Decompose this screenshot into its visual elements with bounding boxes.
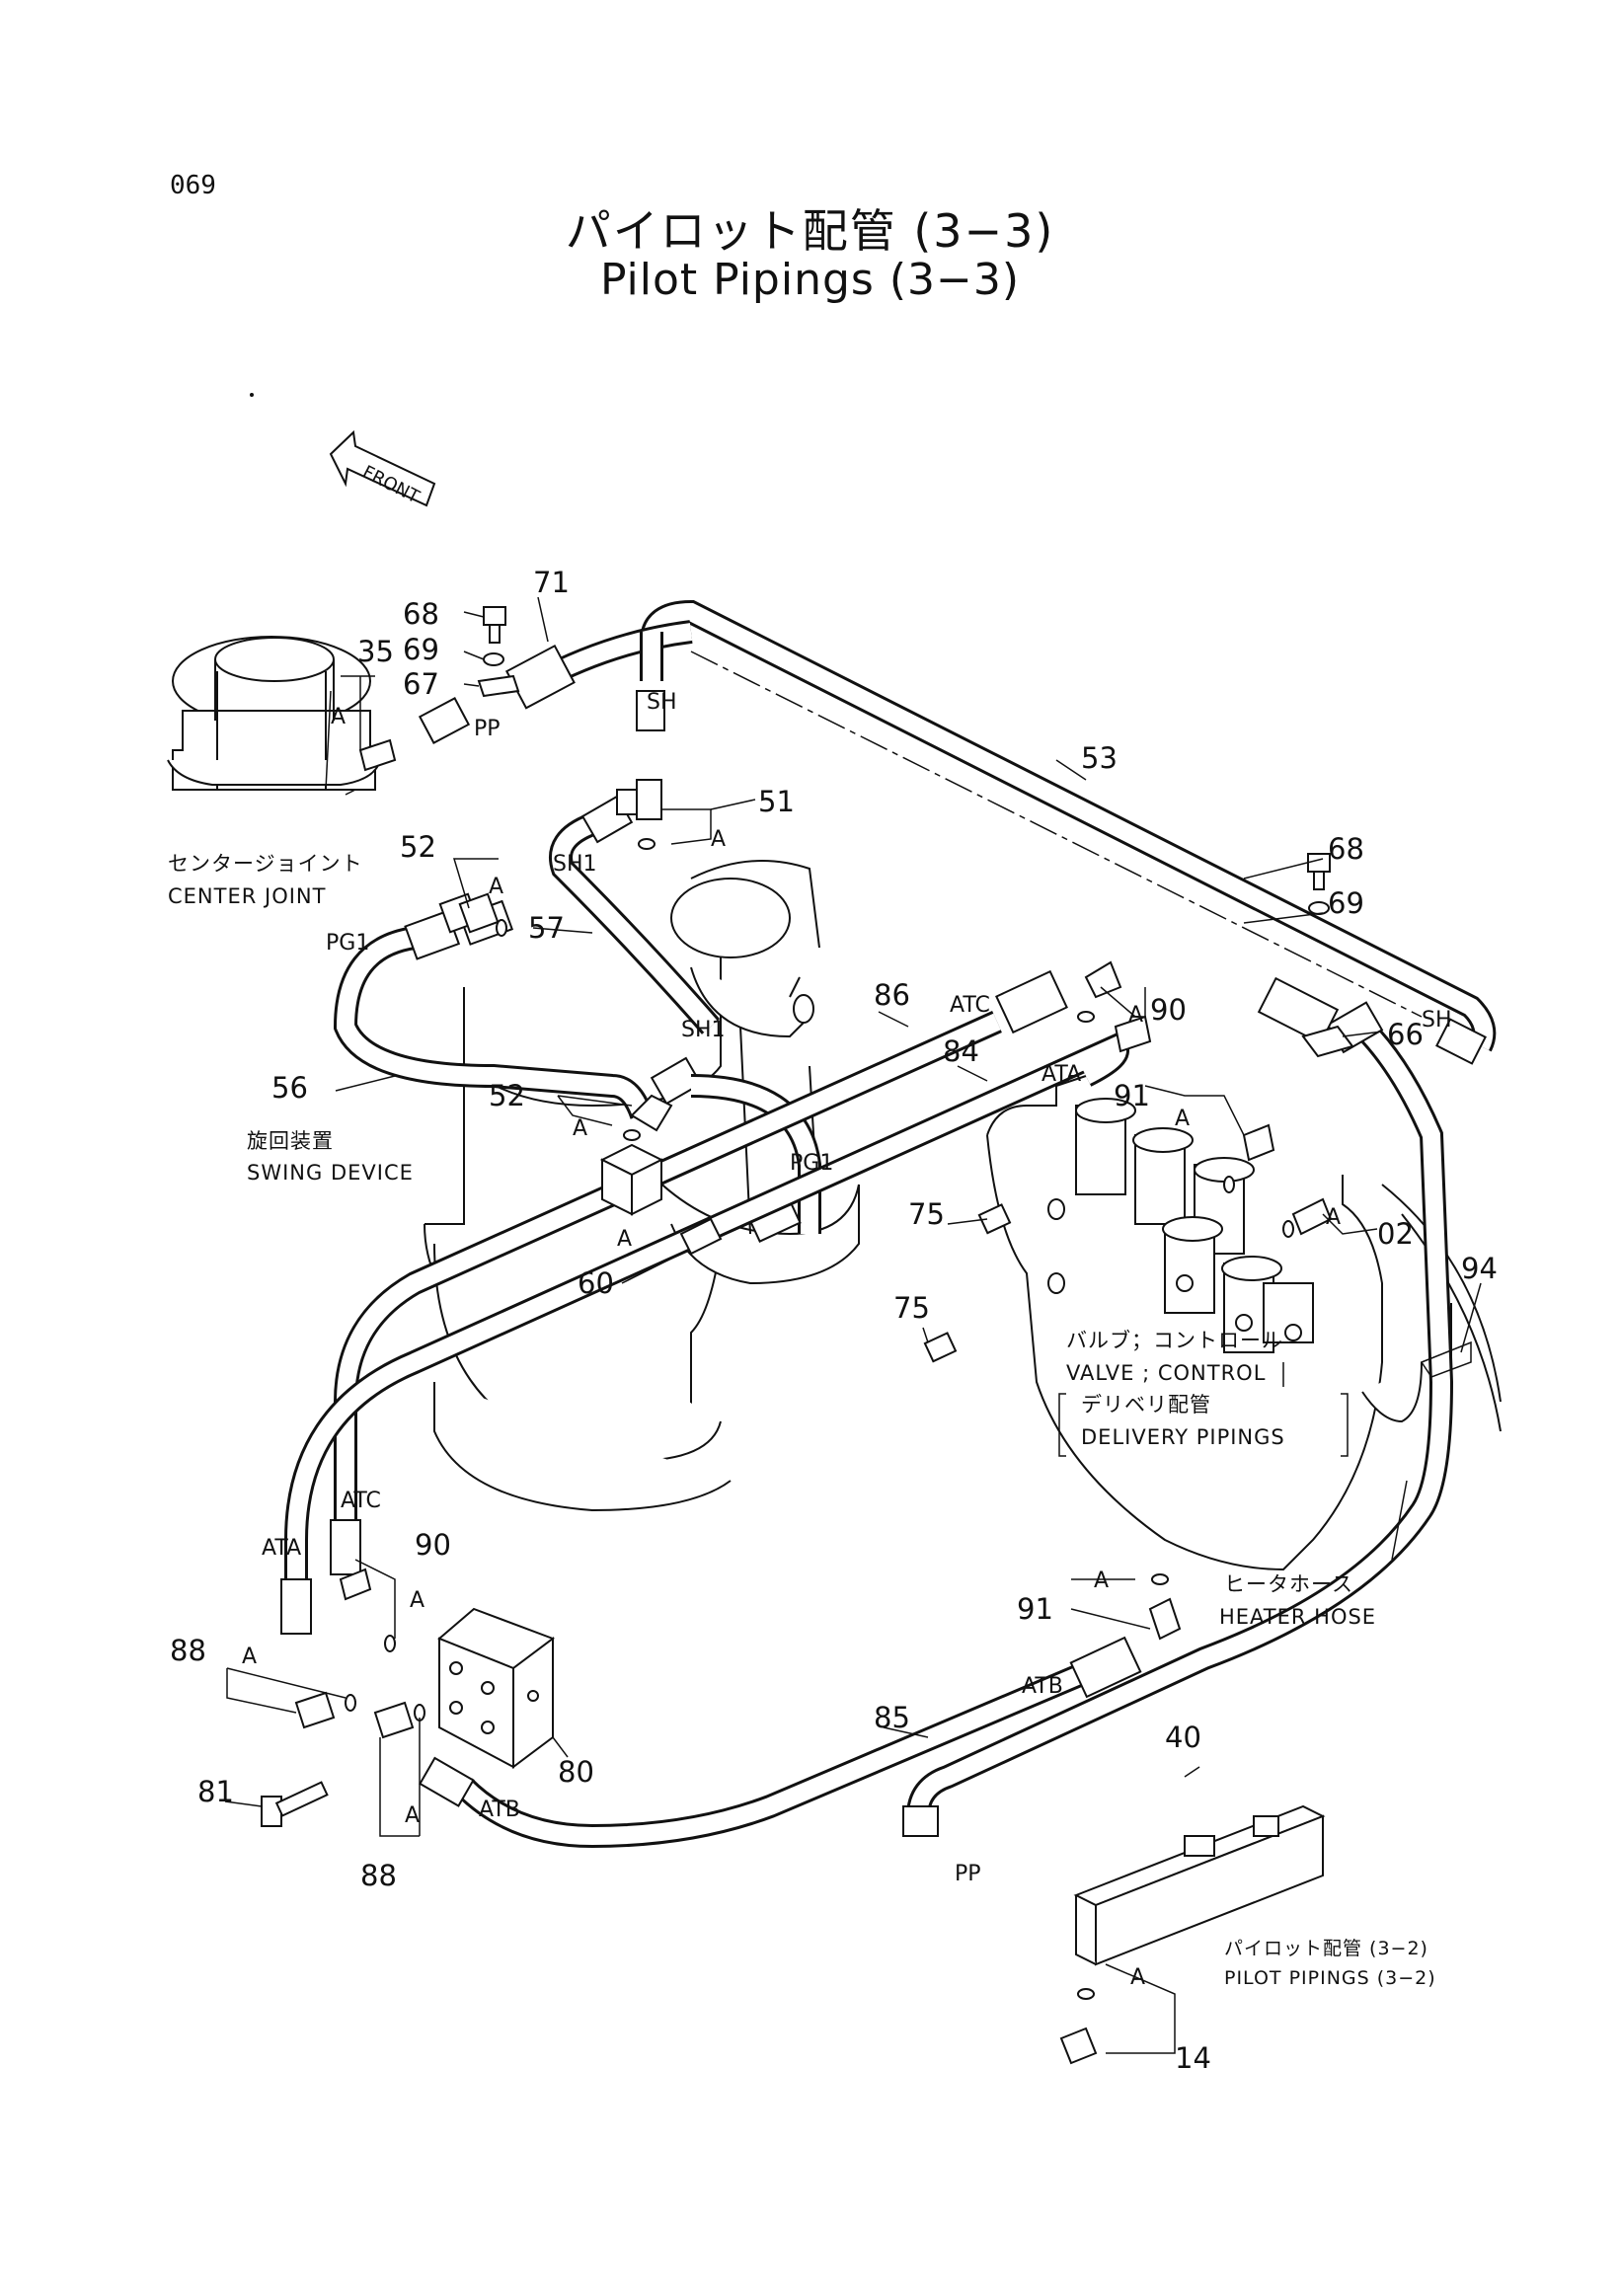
page-number: 069 [170, 171, 216, 200]
part-number-71: 71 [533, 566, 570, 599]
port-label-pp-top: PP [474, 717, 501, 741]
part-number-91-lower: 91 [1017, 1592, 1053, 1626]
part-number-53: 53 [1081, 741, 1118, 775]
port-label-a-88-left: A [242, 1645, 257, 1669]
hose-53-right-end [1257, 976, 1487, 1065]
part-number-69-right: 69 [1328, 886, 1364, 920]
part-number-51: 51 [758, 785, 795, 818]
part-number-35: 35 [357, 635, 394, 668]
port-label-a-35: A [331, 705, 346, 729]
part-number-88-lower: 88 [360, 1859, 397, 1892]
hose-84 [280, 1032, 1129, 1635]
port-label-sh1-top: SH1 [553, 852, 597, 877]
part-number-67: 67 [403, 667, 439, 701]
delivery-pipings-bracket-right [1341, 1393, 1349, 1457]
part-number-85: 85 [874, 1701, 910, 1734]
part-number-75-lower: 75 [893, 1291, 930, 1325]
part-number-68-right: 68 [1328, 832, 1364, 866]
label-swing-device-en: SWING DEVICE [247, 1161, 414, 1185]
part-number-14: 14 [1175, 2041, 1211, 2075]
block-80-drawing [437, 1607, 556, 1769]
part-number-80: 80 [558, 1755, 594, 1789]
port-label-a-51: A [711, 827, 726, 852]
part-number-88-left: 88 [170, 1634, 206, 1667]
port-label-a-52-lower: A [573, 1116, 587, 1141]
pilot-pipings-3-2-drawing [1073, 1804, 1326, 1966]
component-labels: センタージョイント CENTER JOINT 旋回装置 SWING DEVICE… [168, 852, 1436, 1989]
part-number-90-lower: 90 [415, 1528, 451, 1562]
part-number-60: 60 [578, 1266, 614, 1300]
fittings [261, 606, 1333, 2065]
label-center-joint-jp: センタージョイント [168, 852, 363, 876]
port-label-atc-lower: ATC [341, 1489, 381, 1513]
part-number-66: 66 [1387, 1018, 1424, 1051]
port-label-ata-top: ATA [1041, 1062, 1081, 1087]
delivery-pipings-bracket-left [1058, 1393, 1066, 1457]
part-number-68-top: 68 [403, 597, 439, 631]
port-label-atc-top: ATC [950, 993, 990, 1018]
part-number-81: 81 [197, 1775, 234, 1808]
port-label-pg1-top: PG1 [326, 931, 369, 956]
label-valve-control-jp: バルブ；コントロール [1066, 1329, 1283, 1352]
port-label-pg1-lower: PG1 [790, 1151, 833, 1176]
part-number-75-upper: 75 [908, 1197, 945, 1231]
port-label-a-90-lower: A [410, 1588, 424, 1613]
hose-85 [419, 1636, 1142, 1849]
part-number-56: 56 [271, 1071, 308, 1105]
label-heater-hose-jp: ヒータホース [1224, 1572, 1353, 1596]
part-number-94: 94 [1461, 1252, 1498, 1285]
port-label-sh-right: SH [1422, 1008, 1452, 1033]
label-valve-control-en: VALVE ; CONTROL [1066, 1361, 1266, 1385]
label-heater-hose-en: HEATER HOSE [1219, 1605, 1376, 1629]
page-title-english: Pilot Pipings (3−3) [599, 255, 1021, 305]
port-labels: PP SH SH1 PG1 SH1 ATC ATA PG1 SH ATC ATA… [242, 690, 1452, 1990]
label-delivery-pipings-jp: デリベリ配管 [1081, 1393, 1211, 1416]
part-number-52-top: 52 [400, 830, 436, 864]
label-center-joint-en: CENTER JOINT [168, 884, 326, 908]
port-label-a-91-lower: A [1094, 1569, 1109, 1593]
hose-53 [640, 599, 1497, 1052]
part-number-69-top: 69 [403, 633, 439, 666]
part-number-90-top: 90 [1150, 993, 1187, 1027]
port-label-a-60: A [617, 1227, 632, 1252]
part-number-91-top: 91 [1114, 1079, 1150, 1112]
port-label-a-02: A [1326, 1205, 1341, 1230]
port-label-pp-lower: PP [955, 1862, 981, 1886]
part-number-02: 02 [1377, 1217, 1414, 1251]
clamp-94 [1420, 1303, 1472, 1378]
hose-71 [418, 620, 693, 744]
label-delivery-pipings-en: DELIVERY PIPINGS [1081, 1425, 1285, 1449]
port-label-atb-lower: ATB [479, 1798, 520, 1822]
page-title-japanese: パイロット配管 (3−3) [565, 204, 1055, 258]
port-label-a-91-top: A [1175, 1107, 1190, 1131]
port-label-ata-lower: ATA [262, 1536, 301, 1561]
port-label-atb-right: ATB [1022, 1674, 1063, 1699]
port-label-a-14: A [1130, 1965, 1145, 1990]
port-label-sh1-lower: SH1 [681, 1018, 726, 1042]
part-number-86: 86 [874, 978, 910, 1012]
part-number-52-lower: 52 [489, 1079, 525, 1112]
label-pilot-pipings-3-2-jp: パイロット配管 (3−2) [1224, 1938, 1428, 1959]
hose-40 [902, 1001, 1454, 1837]
port-label-a-90-top: A [1128, 1003, 1143, 1028]
front-arrow-icon: FRONT [329, 429, 436, 508]
part-number-labels: 71 68 69 35 67 51 53 52 57 56 52 86 84 9… [170, 566, 1498, 2075]
port-label-sh-top: SH [647, 690, 677, 715]
leader-lines [224, 596, 1482, 2054]
port-label-a-52-top: A [489, 875, 503, 899]
center-joint-drawing [167, 393, 381, 791]
label-swing-device-jp: 旋回装置 [247, 1129, 334, 1153]
front-arrow-label: FRONT [359, 462, 424, 508]
port-label-a-88-lower: A [405, 1803, 420, 1828]
part-number-57: 57 [528, 911, 565, 945]
part-number-40: 40 [1165, 1721, 1201, 1754]
part-number-84: 84 [943, 1034, 979, 1068]
label-pilot-pipings-3-2-en: PILOT PIPINGS (3−2) [1224, 1967, 1436, 1989]
